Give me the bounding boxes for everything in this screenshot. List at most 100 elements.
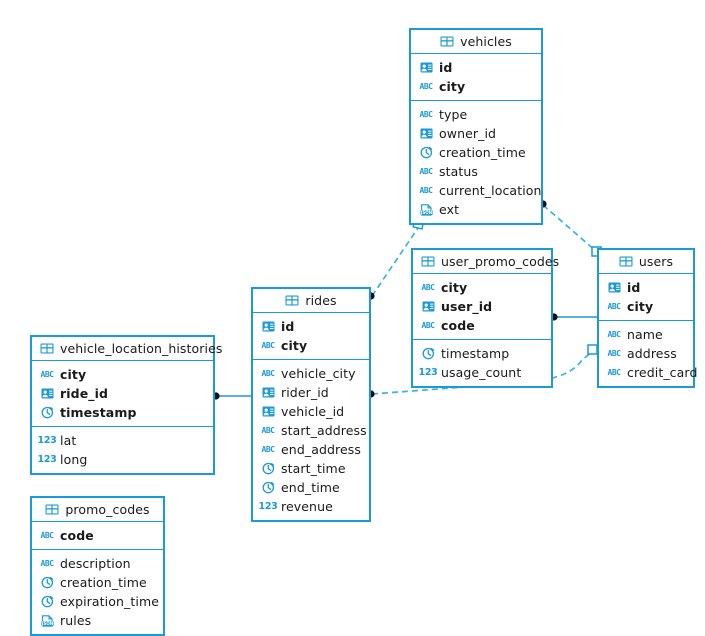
column-name: start_address	[281, 423, 367, 438]
uuid-icon	[40, 387, 54, 400]
column-name: creation_time	[439, 145, 526, 160]
column-row[interactable]: ABC end_address	[253, 440, 369, 459]
string-icon: ABC	[419, 185, 433, 195]
table-title: vehicles	[460, 34, 512, 49]
column-row[interactable]: start_time	[253, 459, 369, 478]
edge-user-promo-codes-to-users[interactable]	[550, 313, 597, 321]
column-name: id	[627, 280, 641, 295]
column-row[interactable]: ABC city	[413, 278, 551, 297]
uuid-icon	[421, 300, 435, 313]
uuid-icon	[261, 320, 275, 333]
column-row[interactable]: id	[411, 58, 541, 77]
timestamp-icon	[421, 347, 435, 360]
table-header[interactable]: rides	[253, 289, 369, 313]
primary-key-section: ABC city ride_id timestamp	[32, 361, 213, 427]
string-icon: ABC	[421, 282, 435, 292]
column-name: start_time	[281, 461, 346, 476]
column-name: city	[60, 367, 87, 382]
column-name: ride_id	[60, 386, 109, 401]
column-row[interactable]: id	[253, 317, 369, 336]
column-name: city	[441, 280, 468, 295]
column-name: description	[60, 556, 131, 571]
column-row[interactable]: ABC city	[32, 365, 213, 384]
table-header[interactable]: users	[599, 250, 693, 274]
string-icon: ABC	[607, 329, 621, 339]
json-icon: JSON	[419, 203, 433, 216]
column-name: code	[60, 528, 94, 543]
uuid-icon	[261, 386, 275, 399]
column-name: usage_count	[441, 365, 522, 380]
column-name: id	[281, 319, 295, 334]
edge-vehicle-location-histories-to-rides[interactable]	[212, 392, 251, 400]
table-icon	[40, 342, 54, 355]
column-row[interactable]: ride_id	[32, 384, 213, 403]
column-name: end_address	[281, 442, 362, 457]
table-header[interactable]: user_promo_codes	[413, 250, 559, 274]
column-row[interactable]: user_id	[413, 297, 551, 316]
table-icon	[421, 255, 435, 268]
table-icon	[440, 35, 454, 48]
column-row[interactable]: expiration_time	[32, 592, 163, 611]
column-name: rider_id	[281, 385, 329, 400]
numeric-icon: 123	[418, 366, 438, 378]
string-icon: ABC	[419, 166, 433, 176]
table-icon	[619, 255, 633, 268]
column-row[interactable]: timestamp	[32, 403, 213, 422]
column-row[interactable]: id	[599, 278, 693, 297]
table-icon	[285, 294, 299, 307]
string-icon: ABC	[261, 368, 275, 378]
column-row[interactable]: creation_time	[411, 143, 541, 162]
column-name: city	[281, 338, 308, 353]
column-name: type	[439, 107, 468, 122]
table-header[interactable]: vehicles	[411, 30, 541, 54]
column-name: creation_time	[60, 575, 147, 590]
column-row[interactable]: ABC type	[411, 105, 541, 124]
column-row[interactable]: creation_time	[32, 573, 163, 592]
column-name: timestamp	[441, 346, 510, 361]
column-row[interactable]: rider_id	[253, 383, 369, 402]
column-row[interactable]: owner_id	[411, 124, 541, 143]
column-row[interactable]: vehicle_id	[253, 402, 369, 421]
column-name: expiration_time	[60, 594, 160, 609]
svg-text:JSON: JSON	[420, 210, 433, 215]
uuid-icon	[607, 281, 621, 294]
table-header[interactable]: vehicle_location_histories	[32, 337, 222, 361]
string-icon: ABC	[40, 369, 54, 379]
column-row[interactable]: end_time	[253, 478, 369, 497]
string-icon: ABC	[419, 109, 433, 119]
string-icon: ABC	[261, 444, 275, 454]
table-header[interactable]: promo_codes	[32, 498, 163, 522]
column-row[interactable]: timestamp	[413, 344, 551, 363]
column-name: user_id	[441, 299, 493, 314]
